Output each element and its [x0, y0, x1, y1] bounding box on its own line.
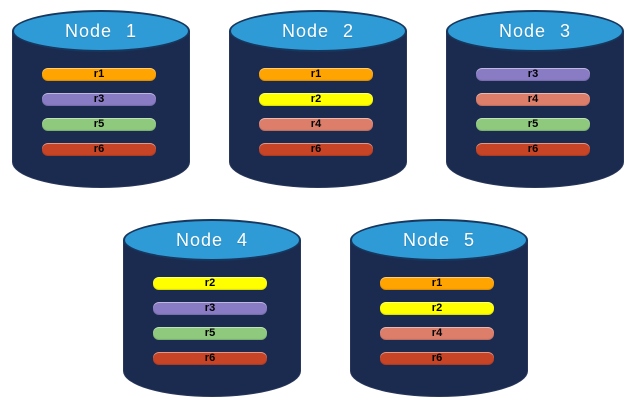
replica-bars: r2 r3 r5 r6 [153, 277, 267, 365]
replica-label: r5 [527, 118, 539, 130]
node-label: Node 2 [281, 20, 355, 41]
node-top-ellipse: Node 4 [123, 219, 301, 261]
replica-label: r1 [93, 68, 105, 80]
replica-label: r2 [204, 277, 216, 289]
replica-bar-r6: r6 [259, 143, 373, 156]
replica-bars: r1 r3 r5 r6 [42, 68, 156, 156]
replica-label: r6 [527, 143, 539, 155]
node-4: Node 4 r2 r3 r5 r6 [123, 219, 301, 397]
node-cylinder-body [229, 31, 407, 188]
replica-label: r1 [431, 277, 443, 289]
replica-bar-r3: r3 [476, 68, 590, 81]
node-label: Node 4 [175, 229, 249, 250]
replica-label: r3 [527, 68, 539, 80]
node-2: Node 2 r1 r2 r4 r6 [229, 10, 407, 188]
node-5: Node 5 r1 r2 r4 r6 [350, 219, 528, 397]
replica-label: r2 [310, 93, 322, 105]
replica-bar-r2: r2 [380, 302, 494, 315]
replica-label: r6 [204, 352, 216, 364]
replica-label: r5 [204, 327, 216, 339]
replica-label: r6 [93, 143, 105, 155]
replica-bar-r4: r4 [380, 327, 494, 340]
replica-label: r3 [204, 302, 216, 314]
node-3: Node 3 r3 r4 r5 r6 [446, 10, 624, 188]
node-top-ellipse: Node 3 [446, 10, 624, 52]
node-cylinder-body [446, 31, 624, 188]
replica-bar-r6: r6 [380, 352, 494, 365]
replica-label: r3 [93, 93, 105, 105]
replica-bar-r3: r3 [153, 302, 267, 315]
node-1: Node 1 r1 r3 r5 r6 [12, 10, 190, 188]
replica-bar-r4: r4 [476, 93, 590, 106]
node-label: Node 3 [498, 20, 572, 41]
replica-bar-r3: r3 [42, 93, 156, 106]
replica-bar-r6: r6 [153, 352, 267, 365]
node-cylinder-body [350, 240, 528, 397]
replica-label: r4 [527, 93, 539, 105]
node-cylinder-body [123, 240, 301, 397]
node-top-ellipse: Node 5 [350, 219, 528, 261]
replica-bar-r6: r6 [42, 143, 156, 156]
replica-bar-r1: r1 [380, 277, 494, 290]
replica-label: r5 [93, 118, 105, 130]
replica-label: r4 [310, 118, 322, 130]
replica-bars: r3 r4 r5 r6 [476, 68, 590, 156]
node-top-ellipse: Node 1 [12, 10, 190, 52]
replica-bars: r1 r2 r4 r6 [380, 277, 494, 365]
replica-bar-r6: r6 [476, 143, 590, 156]
replica-label: r6 [310, 143, 322, 155]
replica-label: r4 [431, 327, 443, 339]
node-cylinder-body [12, 31, 190, 188]
replica-bar-r1: r1 [42, 68, 156, 81]
replica-bar-r5: r5 [476, 118, 590, 131]
node-top-ellipse: Node 2 [229, 10, 407, 52]
node-label: Node 5 [402, 229, 476, 250]
replica-bar-r4: r4 [259, 118, 373, 131]
replica-bar-r2: r2 [259, 93, 373, 106]
replica-bars: r1 r2 r4 r6 [259, 68, 373, 156]
replica-bar-r2: r2 [153, 277, 267, 290]
replica-label: r2 [431, 302, 443, 314]
replica-label: r6 [431, 352, 443, 364]
node-label: Node 1 [64, 20, 138, 41]
replica-bar-r1: r1 [259, 68, 373, 81]
replica-bar-r5: r5 [153, 327, 267, 340]
replica-label: r1 [310, 68, 322, 80]
replica-bar-r5: r5 [42, 118, 156, 131]
